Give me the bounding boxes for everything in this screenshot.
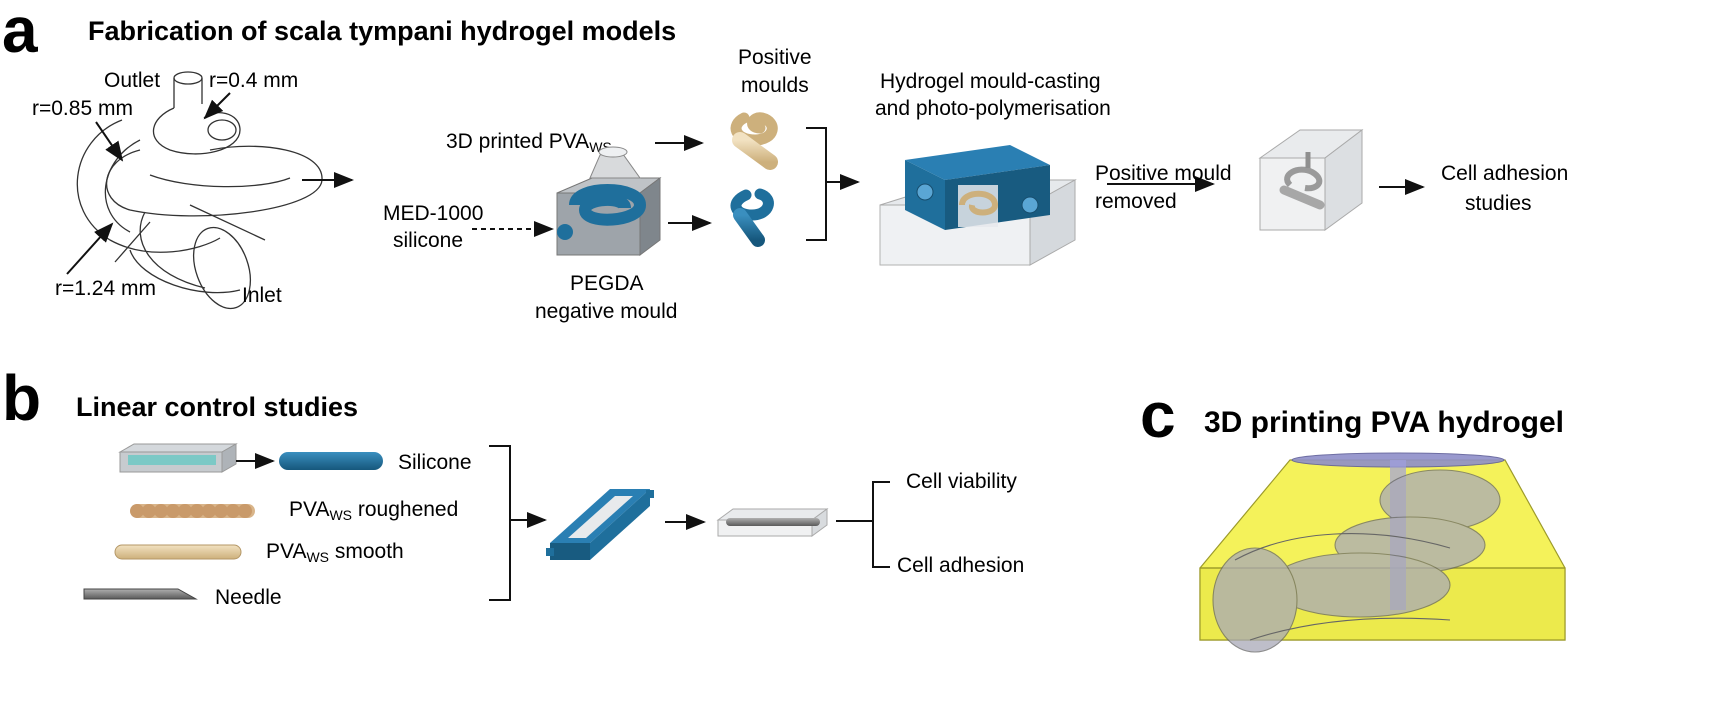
polymerisation-label: and photo-polymerisation — [875, 97, 1111, 120]
hydrogel-cube — [1258, 128, 1364, 231]
moulds-label: moulds — [741, 74, 809, 97]
branch-bracket — [872, 481, 890, 568]
cell-viability-label: Cell viability — [906, 470, 1017, 493]
inlet-label: Inlet — [242, 284, 282, 307]
silicone-positive-mould — [730, 188, 774, 247]
linear-casting-block — [546, 489, 654, 560]
pva-roughened-rod — [130, 504, 255, 518]
scala-tympani-wireframe — [76, 71, 323, 310]
silicone-label: silicone — [393, 229, 463, 252]
removed-label-1: Positive mould — [1095, 162, 1232, 185]
r-small-label: r=0.4 mm — [209, 69, 298, 92]
panel-b-letter: b — [2, 362, 41, 434]
panel-c-letter: c — [1140, 379, 1176, 451]
bracket-b — [489, 445, 511, 601]
r-large-arrow — [66, 222, 114, 275]
casting-apparatus — [879, 145, 1077, 266]
casting-label: Hydrogel mould-casting — [880, 70, 1101, 93]
silicone-mould-box — [118, 443, 238, 473]
pva-smooth-label: PVAWS smooth — [266, 540, 404, 565]
med-1000-label: MED-1000 — [383, 202, 483, 225]
panel-b-title: Linear control studies — [76, 392, 358, 422]
pva-printed-label: 3D printed PVAWS — [446, 130, 612, 155]
panel-a-title: Fabrication of scala tympani hydrogel mo… — [88, 16, 676, 46]
adhesion-studies-label-1: Cell adhesion — [1441, 162, 1568, 185]
cell-adhesion-label: Cell adhesion — [897, 554, 1024, 577]
removed-label-2: removed — [1095, 190, 1177, 213]
r-mid-label: r=0.85 mm — [32, 97, 133, 120]
r-small-arrow — [203, 92, 231, 120]
needle-label: Needle — [215, 586, 282, 609]
pva-roughened-label: PVAWS roughened — [289, 498, 458, 523]
positive-label: Positive — [738, 46, 812, 69]
panel-c-title: 3D printing PVA hydrogel — [1204, 406, 1564, 439]
silicone-label-b: Silicone — [398, 451, 472, 474]
pva-hydrogel-print — [1199, 452, 1566, 653]
panel-a-letter: a — [2, 0, 38, 66]
linear-hydrogel-block — [716, 508, 829, 537]
silicone-rod — [279, 452, 383, 470]
needle-shape — [83, 588, 198, 600]
outlet-label: Outlet — [104, 69, 160, 92]
negative-mould-label: negative mould — [535, 300, 677, 323]
pva-smooth-rod — [114, 544, 242, 560]
pva-positive-mould — [730, 112, 778, 170]
r-mid-arrow — [95, 121, 124, 162]
adhesion-studies-label-2: studies — [1465, 192, 1532, 215]
pegda-negative-mould — [556, 146, 662, 256]
pegda-label: PEGDA — [570, 272, 644, 295]
bracket-a — [806, 127, 827, 241]
r-large-label: r=1.24 mm — [55, 277, 156, 300]
